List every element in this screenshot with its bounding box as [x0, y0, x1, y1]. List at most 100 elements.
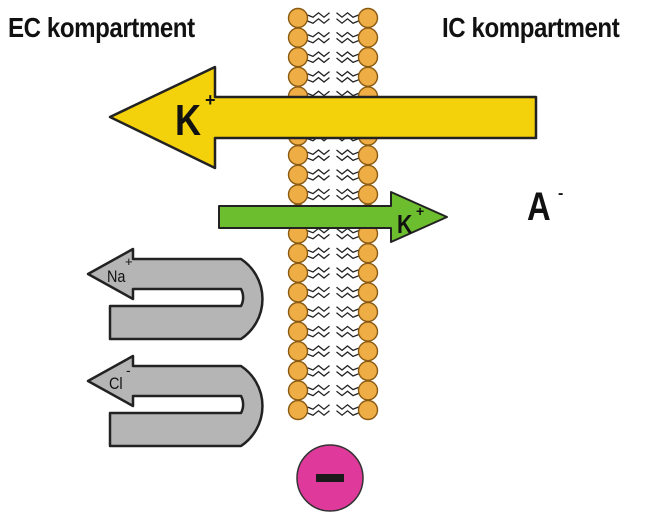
lipid-tail	[336, 90, 359, 97]
lipid-tail	[307, 266, 330, 273]
lipid-tail	[307, 253, 330, 260]
lipid-tail	[336, 247, 359, 254]
lipid-head	[357, 301, 379, 323]
lipid-tail	[307, 149, 330, 156]
lipid-tail	[336, 17, 359, 25]
lipid-head	[287, 184, 309, 205]
lipid-head	[287, 282, 309, 303]
lipid-tail	[336, 305, 359, 313]
lipid-head	[357, 321, 379, 342]
lipid-tail	[336, 292, 359, 299]
lipid-tail	[307, 51, 330, 58]
lipid-head	[357, 242, 379, 264]
lipid-tail	[336, 57, 359, 64]
lipid-tail	[307, 384, 330, 391]
lipid-head	[287, 144, 309, 166]
lipid-head	[357, 399, 379, 421]
lipid-head	[357, 66, 379, 88]
lipid-tail	[307, 364, 330, 371]
lipid-tail	[336, 149, 359, 156]
lipid-head	[287, 47, 309, 68]
lipid-tail	[336, 227, 359, 234]
lipid-tail	[307, 168, 330, 175]
lipid-tail	[307, 305, 330, 313]
lipid-tail	[307, 227, 330, 234]
cl-loop-arrow	[86, 354, 264, 448]
minus-sign-icon	[316, 474, 344, 482]
lipid-tail	[307, 292, 330, 299]
lipid-tail	[307, 403, 330, 411]
lipid-tail	[307, 57, 330, 64]
anion-label: A	[527, 184, 551, 229]
lipid-tail	[336, 188, 359, 195]
lipid-head	[357, 144, 379, 166]
lipid-tail	[336, 76, 359, 83]
lipid-tail	[336, 168, 359, 175]
lipid-head	[357, 262, 379, 283]
lipid-head	[357, 184, 379, 205]
lipid-head	[287, 27, 309, 48]
lipid-tail	[307, 31, 330, 38]
lipid-head	[357, 380, 379, 401]
lipid-tail	[307, 286, 330, 293]
lipid-head	[357, 164, 379, 186]
lipid-tail	[307, 370, 330, 377]
lipid-tail	[336, 331, 359, 338]
lipid-head	[287, 321, 309, 342]
na-loop-arrow	[86, 247, 264, 341]
cl-label: Cl	[109, 375, 123, 393]
lipid-tail	[307, 194, 330, 201]
lipid-tail	[307, 11, 330, 19]
lipid-tail	[307, 17, 330, 25]
lipid-tail	[336, 311, 359, 319]
lipid-tail	[336, 351, 359, 358]
lipid-tail	[307, 311, 330, 319]
lipid-tail	[336, 31, 359, 38]
ic-compartment-label: IC kompartment	[442, 12, 620, 43]
lipid-head	[287, 66, 309, 88]
lipid-head	[287, 242, 309, 264]
lipid-tail	[336, 37, 359, 44]
lipid-tail	[336, 174, 359, 181]
lipid-tail	[336, 345, 359, 352]
anion-charge: -	[558, 185, 563, 202]
lipid-head	[357, 341, 379, 362]
lipid-tail	[307, 188, 330, 195]
lipid-tail	[336, 370, 359, 377]
lipid-head	[357, 282, 379, 303]
lipid-head	[287, 7, 309, 29]
lipid-head	[287, 262, 309, 283]
na-label: Na	[107, 268, 126, 286]
lipid-tail	[336, 11, 359, 19]
lipid-tail	[307, 174, 330, 181]
lipid-tail	[336, 286, 359, 293]
lipid-head	[287, 164, 309, 186]
lipid-tail	[336, 51, 359, 58]
lipid-tail	[336, 194, 359, 201]
lipid-head	[357, 47, 379, 68]
lipid-tail	[336, 70, 359, 77]
k-influx-label: K	[397, 210, 412, 240]
lipid-tail	[336, 155, 359, 162]
lipid-tail	[336, 390, 359, 397]
k-influx-charge: +	[416, 203, 424, 219]
k-efflux-arrow	[108, 65, 538, 170]
lipid-tail	[307, 76, 330, 83]
lipid-tail	[307, 37, 330, 44]
cl-charge: -	[126, 362, 131, 378]
lipid-tail	[307, 351, 330, 358]
lipid-tail	[336, 233, 359, 240]
lipid-head	[287, 301, 309, 323]
lipid-head	[357, 27, 379, 48]
lipid-tail	[307, 155, 330, 162]
k-influx-arrow	[218, 191, 448, 243]
lipid-tail	[336, 364, 359, 371]
lipid-tail	[307, 247, 330, 254]
lipid-head	[287, 341, 309, 362]
lipid-head	[357, 360, 379, 381]
lipid-head	[287, 380, 309, 401]
lipid-head	[287, 360, 309, 381]
lipid-tail	[336, 266, 359, 273]
lipid-tail	[336, 325, 359, 332]
